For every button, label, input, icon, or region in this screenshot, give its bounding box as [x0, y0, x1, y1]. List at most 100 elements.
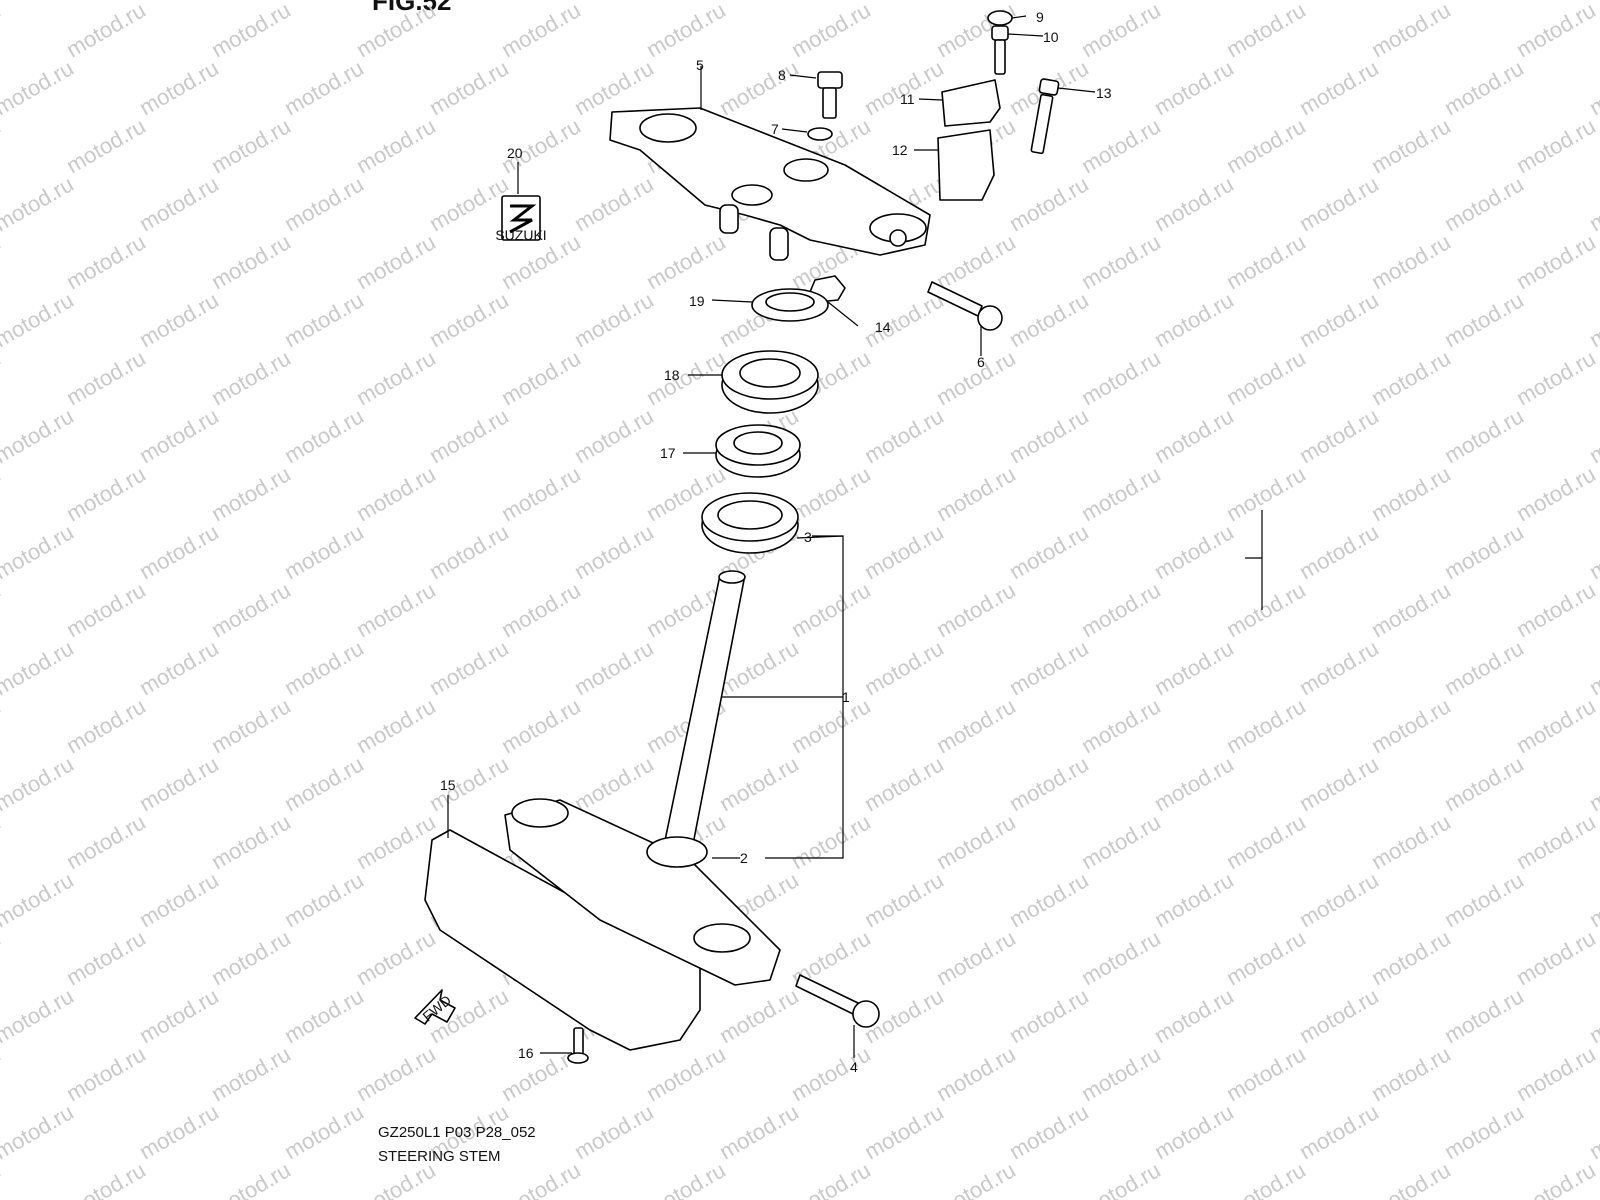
watermark-text: motod.ru	[932, 1157, 1020, 1200]
watermark-text: motod.ru	[1440, 55, 1528, 120]
watermark-text: motod.ru	[1367, 461, 1455, 526]
watermark-text: motod.ru	[1295, 635, 1383, 700]
watermark-text: motod.ru	[280, 519, 368, 584]
watermark-text: motod.ru	[1077, 693, 1165, 758]
watermark-text: motod.ru	[425, 55, 513, 120]
watermark-text: motod.ru	[0, 925, 5, 990]
watermark-text: motod.ru	[1222, 1157, 1310, 1200]
watermark-text: motod.ru	[0, 1041, 5, 1106]
lower-bracket-15-part	[424, 798, 781, 1051]
watermark-text: motod.ru	[932, 345, 1020, 410]
watermark-text: motod.ru	[1295, 0, 1383, 4]
watermark-text: motod.ru	[642, 0, 730, 62]
watermark-text: motod.ru	[1512, 345, 1600, 410]
watermark-text: motod.ru	[1005, 1099, 1093, 1164]
watermark-text: motod.ru	[0, 403, 78, 468]
callout-3: 3	[804, 529, 812, 545]
watermark-text: motod.ru	[352, 1041, 440, 1106]
watermark-text: motod.ru	[135, 55, 223, 120]
watermark-text: motod.ru	[787, 1041, 875, 1106]
watermark-text: motod.ru	[1440, 867, 1528, 932]
watermark-text: motod.ru	[932, 1041, 1020, 1106]
dust-seal-18-part	[721, 350, 819, 414]
watermark-text: motod.ru	[1077, 925, 1165, 990]
watermark-text: motod.ru	[1367, 693, 1455, 758]
watermark-text: motod.ru	[62, 925, 150, 990]
watermark-text: motod.ru	[280, 287, 368, 352]
watermark-text: motod.ru	[1005, 519, 1093, 584]
watermark-text: motod.ru	[207, 693, 295, 758]
watermark-text: motod.ru	[1440, 635, 1528, 700]
watermark-text: motod.ru	[787, 809, 875, 874]
watermark-text: motod.ru	[1512, 229, 1600, 294]
watermark-text: motod.ru	[1440, 519, 1528, 584]
watermark-text: motod.ru	[135, 1099, 223, 1164]
upper-bracket-part	[609, 107, 931, 261]
watermark-text: motod.ru	[425, 519, 513, 584]
screw-16-part	[567, 1027, 589, 1064]
watermark-text: motod.ru	[1150, 635, 1238, 700]
watermark-text: motod.ru	[280, 635, 368, 700]
watermark-text: motod.ru	[352, 925, 440, 990]
watermark-text: motod.ru	[135, 635, 223, 700]
watermark-text: motod.ru	[787, 0, 875, 62]
watermark-text: motod.ru	[715, 1099, 803, 1164]
watermark-text: motod.ru	[1367, 925, 1455, 990]
watermark-text: motod.ru	[352, 0, 440, 62]
watermark-text: motod.ru	[1150, 55, 1238, 120]
watermark-text: motod.ru	[570, 635, 658, 700]
watermark-text: motod.ru	[62, 113, 150, 178]
watermark-text: motod.ru	[1295, 1099, 1383, 1164]
callout-16: 16	[518, 1045, 534, 1061]
watermark-text: motod.ru	[207, 1157, 295, 1200]
callout-13: 13	[1096, 85, 1112, 101]
watermark-text: motod.ru	[1585, 867, 1600, 932]
watermark-text: motod.ru	[1150, 519, 1238, 584]
watermark-text: motod.ru	[570, 287, 658, 352]
watermark-text: motod.ru	[1222, 1041, 1310, 1106]
watermark-text: motod.ru	[1512, 693, 1600, 758]
watermark-text: motod.ru	[207, 461, 295, 526]
watermark-text: motod.ru	[1585, 635, 1600, 700]
watermark-text: motod.ru	[715, 983, 803, 1048]
callout-19: 19	[689, 293, 705, 309]
watermark-text: motod.ru	[1585, 983, 1600, 1048]
callout-15: 15	[440, 777, 456, 793]
watermark-text: motod.ru	[1295, 519, 1383, 584]
watermark-text: motod.ru	[1077, 1041, 1165, 1106]
watermark-text: motod.ru	[715, 55, 803, 120]
bolt-6-part	[927, 281, 1003, 331]
watermark-text: motod.ru	[0, 635, 78, 700]
watermark-text: motod.ru	[280, 171, 368, 236]
watermark-text: motod.ru	[860, 519, 948, 584]
watermark-text: motod.ru	[1222, 809, 1310, 874]
watermark-text: motod.ru	[207, 809, 295, 874]
watermark-text: motod.ru	[0, 693, 5, 758]
watermark-text: motod.ru	[497, 345, 585, 410]
callout-6: 6	[977, 354, 985, 370]
watermark-text: motod.ru	[860, 867, 948, 932]
watermark-text: motod.ru	[860, 635, 948, 700]
watermark-text: motod.ru	[787, 461, 875, 526]
watermark-text: motod.ru	[135, 983, 223, 1048]
watermark-text: motod.ru	[1295, 403, 1383, 468]
watermark-text: motod.ru	[135, 0, 223, 4]
watermark-text: motod.ru	[1295, 867, 1383, 932]
washer-7-part	[807, 127, 833, 141]
watermark-text: motod.ru	[1005, 751, 1093, 816]
watermark-text: motod.ru	[1585, 519, 1600, 584]
watermark-text: motod.ru	[425, 635, 513, 700]
watermark-text: motod.ru	[570, 171, 658, 236]
watermark-text: motod.ru	[860, 0, 948, 4]
watermark-text: motod.ru	[352, 461, 440, 526]
watermark-text: motod.ru	[62, 461, 150, 526]
watermark-text: motod.ru	[1295, 983, 1383, 1048]
watermark-text: motod.ru	[1440, 0, 1528, 4]
watermark-text: motod.ru	[352, 113, 440, 178]
watermark-text: motod.ru	[0, 809, 5, 874]
race-3-part	[701, 492, 799, 554]
callout-2: 2	[740, 850, 748, 866]
watermark-text: motod.ru	[1222, 577, 1310, 642]
watermark-text: motod.ru	[1367, 577, 1455, 642]
